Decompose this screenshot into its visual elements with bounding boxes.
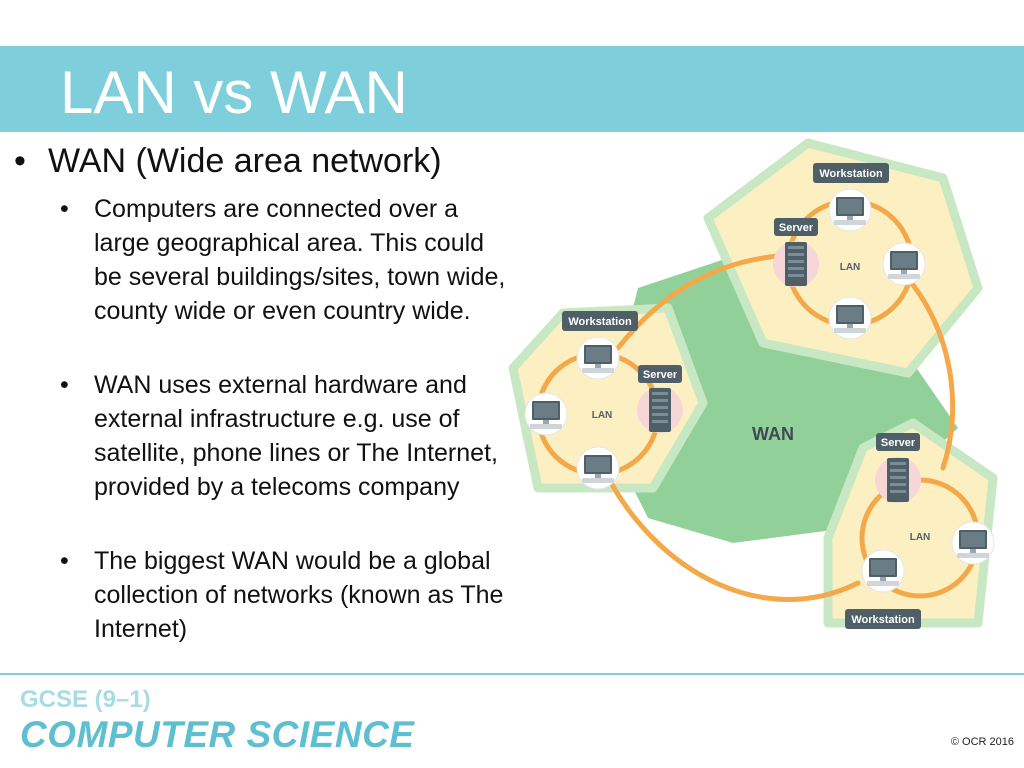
server-tag-top-text: Server [779,222,814,234]
sub-bullet-text: The biggest WAN would be a global collec… [94,547,504,643]
title-bar: LAN vs WAN [0,46,1024,132]
wan-label: WAN [752,424,794,444]
footer-subject-logo: COMPUTER SCIENCE [20,714,415,755]
lan-top-region [703,138,983,378]
workstation-tag-bottom-text: Workstation [851,614,915,626]
workstation-computer-icon [951,521,995,565]
workstation-computer-icon [828,188,872,232]
bullet-glyph: • [60,195,69,223]
lan-bottom-label: LAN [910,532,931,543]
bullet-glyph: • [14,142,26,180]
footer-gcse-logo: GCSE (9–1) [20,686,151,713]
workstation-tag-left-text: Workstation [568,316,632,328]
server-tag-left [638,365,682,383]
workstation-tag-top-text: Workstation [819,168,883,180]
server-tag-bottom-text: Server [881,437,916,449]
workstation-computer-icon [882,242,926,286]
server-icon [637,387,683,433]
copyright-notice: © OCR 2016 [950,736,1014,748]
workstation-computer-icon [576,336,620,380]
lan-wan-diagram: Workstation Server LAN Workstation Serve… [508,138,998,629]
main-bullet-text: WAN (Wide area network) [48,142,442,180]
workstation-tag-bottom [845,609,921,629]
workstation-computer-icon [524,392,568,436]
bullet-glyph: • [60,371,69,399]
sub-bullet-text: Computers are connected over a large geo… [94,195,506,325]
bullet-glyph: • [60,547,69,575]
workstation-tag-left [562,311,638,331]
server-icon [875,457,921,503]
sub-bullet-1: • Computers are connected over a large g… [60,192,510,328]
footer-divider [0,673,1024,675]
server-tag-left-text: Server [643,369,678,381]
workstation-tag-top [813,163,889,183]
sub-bullet-text: WAN uses external hardware and external … [94,371,498,501]
server-tag-top [774,218,818,236]
slide-content: • WAN (Wide area network) • Computers ar… [0,140,520,660]
sub-bullet-2: • WAN uses external hardware and externa… [60,368,510,504]
lan-top-label: LAN [840,262,861,273]
server-icon [773,241,819,287]
server-tag-bottom [876,433,920,451]
lan-left-label: LAN [592,410,613,421]
slide-title: LAN vs WAN [60,59,408,126]
sub-bullet-3: • The biggest WAN would be a global coll… [60,544,510,646]
workstation-computer-icon [861,549,905,593]
workstation-computer-icon [576,446,620,490]
workstation-computer-icon [828,296,872,340]
lan-left-region [508,303,708,493]
